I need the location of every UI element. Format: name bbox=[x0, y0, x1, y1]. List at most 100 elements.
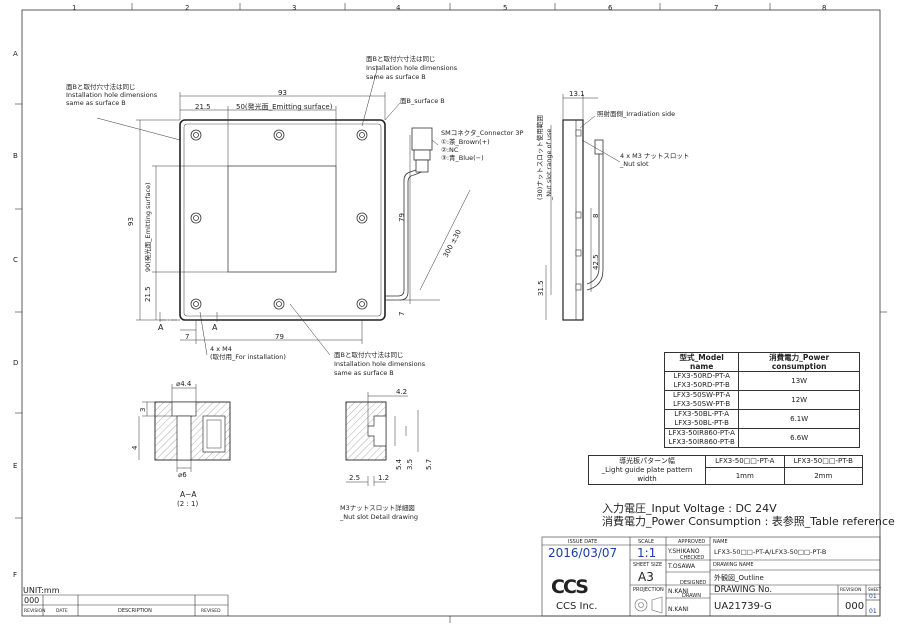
note-left-jp: 面Bと取付穴寸法は同じ bbox=[66, 82, 135, 91]
drawing-name-label: DRAWING NAME bbox=[713, 562, 754, 568]
dim-79-right: 79 bbox=[398, 213, 406, 222]
scale-label: SCALE bbox=[638, 539, 654, 545]
dim-42-5: 42.5 bbox=[592, 254, 600, 270]
nut-slot-en: _Nut slot bbox=[619, 160, 649, 168]
side-view: 13.1 照射面側_Irradiation side 4 x M3 ナットスロッ… bbox=[535, 90, 689, 321]
nut-detail-title-en: _Nut slot Detail drawing bbox=[339, 513, 418, 521]
nut-detail-title-jp: M3ナットスロット詳細図 bbox=[340, 503, 415, 512]
side-cable bbox=[586, 154, 600, 285]
note-top-en1: Installation hole dimensions bbox=[366, 64, 458, 72]
dim-7-right: 7 bbox=[398, 312, 406, 316]
issue-date-label: ISSUE DATE bbox=[568, 539, 597, 545]
revision-row-value: 000 bbox=[24, 596, 39, 605]
surface-b-label: 面B_surface B bbox=[400, 97, 445, 105]
name-label: NAME bbox=[713, 539, 728, 545]
frame-row-c: C bbox=[13, 256, 18, 264]
rev-col-revision: REVISION bbox=[24, 608, 45, 614]
power-cell: 6.6W bbox=[738, 428, 860, 448]
drawing-frame bbox=[21, 9, 881, 617]
dim-21-5: 21.5 bbox=[195, 103, 211, 111]
revision-label: REVISION bbox=[840, 587, 861, 593]
dim-3: 3 bbox=[139, 408, 147, 412]
dim-13-1: 13.1 bbox=[569, 90, 585, 98]
note-left-en1: Installation hole dimensions bbox=[66, 91, 158, 99]
dim-7-bottom: 7 bbox=[185, 333, 189, 341]
model-header: 型式_Model name bbox=[663, 352, 740, 372]
emitting-surface bbox=[227, 165, 337, 273]
power-cell: 13W bbox=[738, 371, 860, 391]
section-label: A−A bbox=[180, 490, 197, 499]
title-block-grid bbox=[541, 536, 881, 617]
dim-8: 8 bbox=[592, 214, 600, 218]
frame-row-a: A bbox=[13, 50, 18, 58]
frame-column-ticks bbox=[15, 3, 887, 623]
section-scale: (2 : 1) bbox=[177, 500, 198, 508]
sheet-label: SHEET bbox=[868, 587, 882, 592]
front-cable bbox=[385, 167, 423, 297]
front-holes bbox=[190, 129, 368, 310]
drawn-name: N.KANI bbox=[668, 606, 689, 613]
dim-300: 300 ±30 bbox=[442, 228, 463, 259]
note-bottom-en2: same as surface B bbox=[334, 369, 394, 377]
issue-date: 2016/03/07 bbox=[548, 546, 617, 560]
section-a-left: A bbox=[158, 323, 164, 332]
irradiation-side: 照射面側_Irradiation side bbox=[597, 109, 675, 118]
product-name: LFX3-50□□-PT-A/LFX3-50□□-PT-B bbox=[714, 548, 826, 556]
projection-symbol-icon bbox=[634, 596, 663, 614]
hole-spec-jp: 4 x M4 bbox=[210, 345, 232, 353]
approved-label: APPROVED bbox=[678, 539, 705, 545]
approved-name: Y.SHIKANO bbox=[667, 548, 700, 555]
frame-row-b: B bbox=[13, 152, 18, 160]
drawing-no-label: DRAWING No. bbox=[714, 585, 772, 595]
sheet-total: 01 bbox=[869, 608, 877, 615]
nut-range-jp: (30)ナットスロット使用範囲 bbox=[535, 115, 544, 200]
connector-body bbox=[411, 127, 433, 151]
dia-6: ⌀6 bbox=[178, 471, 187, 479]
company-logo: CCS bbox=[551, 576, 588, 598]
dim-90-emit: 90(発光面_Emitting surface) bbox=[143, 182, 152, 272]
section-aa-view: ⌀4.4 ⌀6 3 4 A−A (2 : 1) bbox=[131, 380, 231, 508]
frame-row-e: E bbox=[13, 462, 17, 470]
frame-col-8: 8 bbox=[822, 4, 826, 12]
note-bottom-en1: Installation hole dimensions bbox=[334, 360, 426, 368]
power-cell: 12W bbox=[738, 390, 860, 410]
dim-50-emit: 50(発光面_Emitting surface) bbox=[236, 102, 333, 111]
dim-93-left: 93 bbox=[127, 217, 135, 226]
side-body bbox=[562, 119, 584, 321]
dia-4-4: ⌀4.4 bbox=[176, 380, 192, 388]
frame-row-f: F bbox=[13, 571, 17, 579]
nut-slot-jp: 4 x M3 ナットスロット bbox=[620, 152, 689, 160]
connector-title: SMコネクタ_Connector 3P bbox=[441, 128, 523, 137]
model-power-table: 型式_Model name 消費電力_Power consumption LFX… bbox=[663, 352, 860, 448]
rev-col-revised: REVISED bbox=[201, 608, 221, 614]
dim-1-2: 1.2 bbox=[378, 474, 389, 482]
checked-name: T.OSAWA bbox=[667, 563, 696, 570]
spec-notes: 入力電圧_Input Voltage : DC 24V 消費電力_Power C… bbox=[602, 502, 895, 528]
front-inner-frame bbox=[183, 123, 382, 317]
power-header: 消費電力_Power consumption bbox=[738, 352, 860, 372]
spec-power-consumption: 消費電力_Power Consumption : 表参照_Table refer… bbox=[602, 515, 895, 528]
drawing-name: 外観図_Outline bbox=[714, 573, 764, 582]
dim-3-5: 3.5 bbox=[406, 459, 414, 470]
front-dimensions bbox=[96, 65, 471, 356]
dim-4: 4 bbox=[131, 445, 139, 450]
drawn-label: DRAWN bbox=[682, 593, 701, 599]
sheet-size: A3 bbox=[638, 570, 654, 584]
frame-col-1: 1 bbox=[72, 4, 76, 12]
connector-pin1: ①:茶_Brown(+) bbox=[441, 137, 490, 146]
frame-col-2: 2 bbox=[185, 4, 189, 12]
dim-31-5: 31.5 bbox=[537, 280, 545, 296]
side-connector bbox=[594, 139, 604, 155]
power-cell: 6.1W bbox=[738, 409, 860, 429]
revision-block-grid bbox=[22, 594, 229, 616]
side-dimensions bbox=[545, 94, 621, 320]
front-view: 93 21.5 50(発光面_Emitting surface) 93 90(発… bbox=[66, 54, 523, 377]
drawing-no: UA21739-G bbox=[714, 601, 772, 612]
scale-value: 1:1 bbox=[637, 546, 656, 560]
nut-range-en: _Nut slot range of use bbox=[545, 129, 553, 201]
